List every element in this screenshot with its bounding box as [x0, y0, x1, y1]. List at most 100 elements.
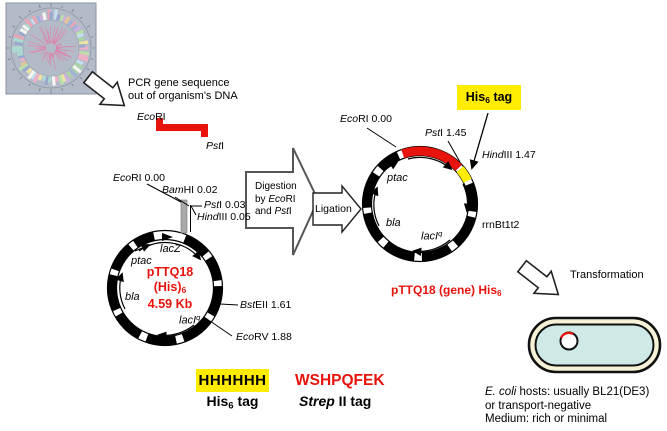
insert-psti-italic: Pst [206, 140, 222, 152]
left-plasmid-name-line2-pre: (His) [153, 279, 182, 294]
right-feature-laci-text: lacI [421, 230, 439, 243]
mcs-bar [180, 199, 188, 234]
right-plasmid-caption-pre: pTTQ18 (gene) His [391, 283, 498, 297]
left-site-bamhi-italic: Bam [162, 184, 184, 196]
ligation-arrow-label: Ligation [315, 203, 352, 215]
plasmid-in-cell-insert [559, 331, 574, 339]
transformation-label: Transformation [570, 269, 644, 281]
right-site-psti-rest: I 1.45 [440, 127, 467, 139]
left-site-ecori: EcoRI 0.00 [113, 172, 165, 184]
site-pointer-lines-right [366, 127, 461, 163]
left-site-psti-rest: I 0.03 [219, 199, 246, 211]
right-site-ecori-rest: RI 0.00 [358, 113, 392, 125]
left-site-bamhi: BamHI 0.02 [162, 184, 217, 196]
left-feature-laci-sup: q [196, 313, 201, 322]
digestion-line2-post: RI [285, 193, 296, 205]
pcr-step-label: PCR gene sequence out of organism's DNA [128, 77, 238, 103]
bla-arrow [115, 272, 126, 310]
digestion-line2-pre: by [255, 193, 269, 205]
digestion-arrow-label: Digestion by EcoRI and PstI [255, 181, 297, 219]
insert-psti-rest: I [221, 140, 225, 152]
right-feature-laci: lacIq [421, 229, 443, 243]
right-feature-laci-sup: q [438, 229, 443, 238]
left-site-ecorv-rest: RV 1.88 [254, 331, 292, 343]
left-site-hindiii-rest: III 0.05 [218, 211, 251, 223]
gene-arrow [407, 156, 453, 171]
digestion-line3: and PstI [255, 206, 297, 219]
insert-ecori-italic: Eco [137, 111, 156, 123]
right-feature-ptac: ptac [387, 172, 408, 184]
left-site-psti-italic: Pst [204, 199, 220, 211]
his-tag-callout-pre: His [465, 90, 486, 104]
ligation-arrow [312, 184, 362, 234]
pcr-step-line1: PCR gene sequence [128, 77, 230, 89]
host-info: E. coli hosts: usually BL21(DE3) or tran… [485, 386, 649, 427]
left-site-bsteii-italic: Bst [240, 299, 256, 311]
his-tag-callout-sub: 6 [485, 95, 490, 106]
his-tag-label-sub: 6 [228, 400, 234, 412]
his-tag-callout-post: tag [489, 90, 513, 104]
strep-tag-label: Strep II tag [299, 393, 371, 410]
left-plasmid-name: pTTQ18 (His)6 4.59 Kb [132, 265, 208, 312]
ptac-arrow-right [385, 161, 399, 170]
right-site-hindiii-italic: Hind [482, 149, 504, 161]
right-site-hindiii-rest: III 1.47 [503, 149, 536, 161]
left-site-bsteii: BstEII 1.61 [240, 299, 291, 311]
left-plasmid-name-line2: (His)6 [132, 280, 208, 298]
his-tag-label: His6 tag [196, 393, 269, 412]
right-site-hindiii: HindIII 1.47 [482, 149, 536, 161]
left-site-hindiii: HindIII 0.05 [197, 211, 251, 223]
host-info-line1-italic: E. coli [485, 386, 517, 398]
insert-ecori-label: EcoRI [137, 111, 166, 123]
genome-ring-segments [6, 3, 95, 94]
digestion-line3-italic: Pst [274, 206, 289, 217]
right-plasmid-ring-segments [362, 146, 478, 262]
right-site-ecori: EcoRI 0.00 [340, 113, 392, 125]
right-plasmid-caption: pTTQ18 (gene) His6 [391, 283, 502, 299]
digestion-arrow [245, 147, 320, 256]
strep-tag-label-italic: Strep [299, 393, 335, 409]
left-plasmid-map [106, 183, 239, 347]
ptac-arrow [134, 243, 151, 252]
host-info-line1: E. coli hosts: usually BL21(DE3) [485, 386, 649, 400]
left-feature-laci-text: lacI [179, 314, 197, 327]
site-pointer-lines-left [146, 183, 239, 337]
left-feature-lacz: lacZ [160, 243, 181, 255]
left-site-ecorv-italic: Eco [236, 331, 255, 343]
left-site-ecorv: EcoRV 1.88 [236, 331, 292, 343]
digestion-line2: by EcoRI [255, 194, 297, 207]
right-feature-bla: bla [386, 217, 401, 229]
right-plasmid-map [361, 112, 489, 263]
left-site-ecori-rest: RI 0.00 [131, 172, 165, 184]
pcr-step-line2: out of organism's DNA [128, 89, 238, 102]
left-feature-bla: bla [125, 291, 140, 303]
organism-genome-map-image [5, 2, 97, 95]
host-info-line3: Medium: rich or minimal [485, 413, 608, 425]
left-feature-laci: lacIq [179, 313, 201, 327]
left-site-ecori-italic: Eco [113, 172, 132, 184]
digestion-line2-italic: Eco [268, 193, 286, 205]
right-site-psti: PstI 1.45 [425, 127, 466, 139]
bla-arrow-right [370, 186, 380, 227]
insert-fragment-bar [156, 118, 208, 137]
terminator-arrow [462, 183, 473, 213]
right-plasmid-caption-sub: 6 [497, 289, 502, 299]
his-tag-label-post: tag [233, 393, 259, 409]
his-sequence-box: HHHHHH [196, 369, 269, 392]
his-tag-pointer-arrow [469, 112, 489, 170]
left-site-psti: PstI 0.03 [204, 199, 245, 211]
strep-sequence: WSHPQFEK [295, 372, 385, 389]
transformation-arrow-icon [516, 259, 560, 296]
his-tag-label-pre: His [206, 393, 229, 409]
ring-direction-triangle [162, 233, 173, 241]
left-plasmid-name-line3: 4.59 Kb [147, 297, 193, 312]
host-info-line1-rest: hosts: usually BL21(DE3) [516, 386, 650, 398]
left-plasmid-name-line2-sub: 6 [181, 284, 187, 295]
left-plasmid-name-line1: pTTQ18 [146, 265, 194, 279]
ecoli-cell [527, 316, 662, 374]
host-info-line2: or transport-negative [485, 399, 592, 412]
left-plasmid-ring-segments [107, 231, 223, 346]
right-site-psti-italic: Pst [425, 127, 441, 139]
